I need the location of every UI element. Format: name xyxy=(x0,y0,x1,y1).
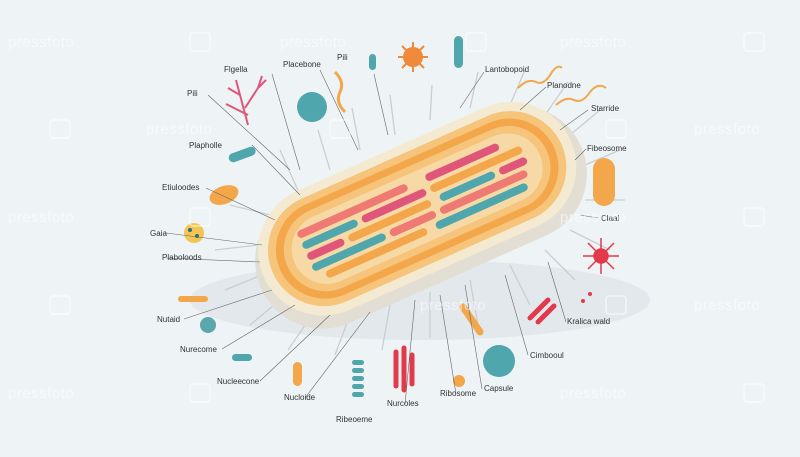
floating-parts xyxy=(178,36,619,397)
label-lantobopoid: Lantobopoid xyxy=(485,65,529,74)
watermark-icon xyxy=(189,32,211,52)
label-starride: Starride xyxy=(591,104,620,113)
wave-red-icon xyxy=(393,345,415,393)
sphere-teal-small-icon xyxy=(200,317,216,333)
dotted-sphere-icon xyxy=(184,223,204,243)
rod-teal-bottom-icon xyxy=(232,354,252,361)
label-nucleecone: Nucleecone xyxy=(217,377,260,386)
pili-spikes xyxy=(214,69,625,356)
label-nucloide: Nucloide xyxy=(284,393,316,402)
watermark-text: pressfoto xyxy=(694,121,760,138)
watermark-text: pressfoto xyxy=(280,34,346,51)
worm-orange-icon xyxy=(459,303,484,336)
sphere-teal-bottom-icon xyxy=(483,345,515,377)
label-planodne: Planodne xyxy=(547,81,581,90)
sphere-teal-icon xyxy=(297,92,327,122)
label-capsule: Capsule xyxy=(484,384,514,393)
label-placebone: Placebone xyxy=(283,60,321,69)
sphere-orange-small-icon xyxy=(453,375,465,387)
disc-orange-icon xyxy=(209,185,239,205)
watermark-icon xyxy=(189,383,211,403)
capsule-orange-right-icon xyxy=(593,158,615,206)
label-pili-left: Pili xyxy=(187,89,198,98)
watermark-text: pressfoto xyxy=(8,34,74,51)
watermarks: pressfoto pressfoto pressfoto pressfoto … xyxy=(8,32,765,403)
rods-red-icon xyxy=(527,297,557,325)
label-ribosome-bottom2: Ribeoeme xyxy=(336,415,373,424)
watermark-text: pressfoto xyxy=(146,121,212,138)
watermark-icon xyxy=(329,119,351,139)
watermark-icon xyxy=(605,295,627,315)
rod-teal-icon xyxy=(228,146,256,163)
watermark-icon xyxy=(743,32,765,52)
label-nuccoles: Nurcoles xyxy=(387,399,419,408)
watermark-text: pressfoto xyxy=(420,297,486,314)
wave-orange-top-icon xyxy=(517,65,563,89)
watermark-icon xyxy=(49,295,71,315)
label-plaboloods: Plaboloods xyxy=(162,253,202,262)
label-kralica-wald: Kralica wald xyxy=(567,317,610,326)
starburst-red-icon xyxy=(583,238,619,274)
watermark-text: pressfoto xyxy=(8,385,74,402)
watermark-icon xyxy=(743,383,765,403)
label-plapholle: Plapholle xyxy=(189,141,222,150)
watermark-text: pressfoto xyxy=(560,34,626,51)
rod-orange-left-icon xyxy=(178,296,208,302)
watermark-icon xyxy=(743,207,765,227)
label-ribosome-right: Fibeosome xyxy=(587,144,627,153)
label-gaia: Gaia xyxy=(150,229,167,238)
nucleoid-strands xyxy=(297,143,528,278)
wave-orange-right-icon xyxy=(555,84,607,106)
capsule-teal-top-icon xyxy=(454,36,463,68)
watermark-icon xyxy=(465,32,487,52)
label-flagella: Flgella xyxy=(224,65,248,74)
starburst-orange-icon xyxy=(398,42,428,72)
label-ribosome-bottom: Ribosome xyxy=(440,389,477,398)
watermark-text: pressfoto xyxy=(8,209,74,226)
watermark-icon xyxy=(189,207,211,227)
pill-teal-top-icon xyxy=(369,54,376,70)
label-pili-top: Pili xyxy=(337,53,348,62)
watermark-text: pressfoto xyxy=(694,297,760,314)
label-etiuloodes: Etiuloodes xyxy=(162,183,199,192)
label-nurecome: Nurecome xyxy=(180,345,217,354)
watermark-text: pressfoto xyxy=(560,385,626,402)
label-nutaid: Nutaid xyxy=(157,315,180,324)
leader-lines xyxy=(165,69,599,405)
watermark-text: pressfoto xyxy=(560,209,626,226)
labels: Flgella Placebone Pili Lantobopoid Pili … xyxy=(150,53,627,424)
watermark-icon xyxy=(49,119,71,139)
flagella-icon xyxy=(225,75,267,126)
coil-teal-icon xyxy=(352,360,364,397)
wave-orange-pili-icon xyxy=(333,70,347,114)
watermark-icon xyxy=(605,119,627,139)
label-cimbooul: Cimbooul xyxy=(530,351,564,360)
capsule-orange-bottom-icon xyxy=(293,362,302,386)
bacterium-cell xyxy=(255,101,587,329)
label-clael: Claal xyxy=(601,214,619,223)
